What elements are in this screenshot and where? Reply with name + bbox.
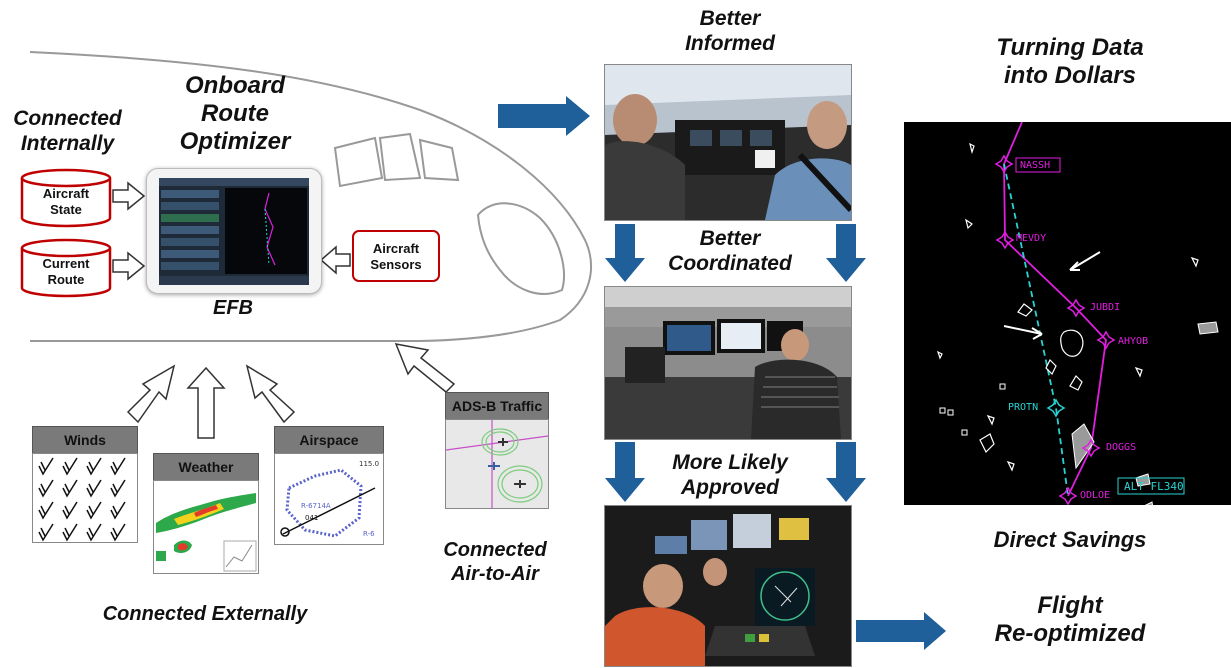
better-informed-line2: Informed	[685, 32, 775, 55]
aircraft-sensors-box	[352, 230, 440, 282]
adsb-traffic-map	[446, 420, 548, 508]
waypoint-doggs: DOGGS	[1106, 442, 1137, 453]
arrow-down-2-left	[605, 442, 645, 502]
aircraft-state-line2: State	[50, 202, 82, 217]
efb-title: Onboard Route Optimizer	[150, 72, 320, 156]
current-route-line2: Route	[47, 272, 85, 287]
aircraft-state-cylinder	[20, 168, 112, 228]
operations-center-photo-image	[605, 287, 851, 439]
arrow-winds-up	[126, 364, 176, 424]
connected-internally-line1: Connected	[13, 107, 122, 130]
waypoint-jubdi: JUBDI	[1090, 302, 1121, 313]
arrow-down-1-right	[826, 224, 866, 282]
airspace-header: Airspace	[274, 426, 384, 454]
efb-tablet	[146, 168, 322, 294]
flight-reoptimized-label: Flight Re-optimized	[960, 592, 1180, 648]
better-coordinated-line1: Better	[699, 227, 761, 250]
arrow-state-to-efb	[112, 181, 146, 211]
aircraft-sensors-label: Aircraft Sensors	[352, 241, 440, 273]
efb-screen	[159, 178, 309, 285]
better-coordinated-label: Better Coordinated	[660, 226, 800, 276]
efb-label: EFB	[213, 297, 253, 319]
airspace-map-panel: R-6714A 115.0 R-6 041	[274, 453, 384, 545]
more-likely-approved-line1: More Likely	[672, 451, 788, 474]
waypoint-nassh: NASSH	[1020, 160, 1051, 171]
arrow-weather-up	[186, 366, 226, 439]
air-traffic-control-photo-image	[605, 514, 815, 666]
better-informed-label: Better Informed	[650, 6, 810, 56]
airspace-label-d: 041	[305, 514, 318, 522]
cockpit-photo	[604, 64, 852, 221]
route-map	[936, 122, 1219, 505]
airspace-label-b: 115.0	[359, 460, 379, 468]
cockpit-photo-image	[605, 65, 851, 220]
efb-screen-route	[264, 192, 276, 266]
arrow-sensors-to-efb	[319, 245, 351, 275]
arrow-to-informed	[498, 96, 590, 136]
aircraft-state-line1: Aircraft	[42, 186, 90, 201]
turning-data-into-dollars: Turning Data into Dollars	[960, 34, 1180, 90]
turning-data-line2: into Dollars	[1003, 62, 1136, 89]
arrow-down-1-left	[605, 224, 645, 282]
winds-header: Winds	[32, 426, 138, 454]
current-route-cylinder	[20, 238, 112, 298]
waypoint-ahyob: AHYOB	[1118, 336, 1149, 347]
efb-title-line3: Optimizer	[179, 128, 291, 155]
arrow-airspace-up	[245, 364, 296, 424]
adsb-traffic-panel	[445, 419, 549, 509]
connected-externally-caption: Connected Externally	[102, 603, 308, 625]
flight-reoptimized-line1: Flight	[1037, 592, 1103, 619]
winds-panel	[32, 453, 138, 543]
route-map-display: NASSH MEVDY JUBDI AHYOB PROTN DOGGS ODLO…	[904, 122, 1231, 505]
connected-air-to-air: Connected Air-to-Air	[420, 538, 570, 586]
aircraft-state-label: Aircraft State	[22, 186, 110, 218]
air-traffic-control-photo	[604, 505, 852, 667]
efb-title-line1: Onboard	[185, 72, 285, 99]
weather-radar-panel	[153, 480, 259, 574]
air-to-air-line2: Air-to-Air	[451, 563, 539, 585]
more-likely-approved-label: More Likely Approved	[655, 450, 805, 500]
weather-radar-image	[156, 493, 257, 572]
connected-internally-line2: Internally	[20, 132, 115, 155]
arrow-adsb-up	[394, 343, 456, 394]
weather-header: Weather	[153, 453, 259, 481]
air-to-air-line1: Connected	[443, 539, 547, 561]
airspace-map: R-6714A 115.0 R-6 041	[280, 460, 379, 538]
efb-title-line2: Route	[201, 100, 269, 127]
operations-center-photo	[604, 286, 852, 440]
airspace-label-c: R-6	[363, 530, 375, 538]
arrow-route-to-efb	[112, 251, 146, 281]
direct-savings-label: Direct Savings	[993, 527, 1147, 552]
waypoint-protn: PROTN	[1008, 402, 1039, 413]
turning-data-line1: Turning Data	[996, 34, 1144, 61]
waypoint-mevdy: MEVDY	[1016, 233, 1047, 244]
wind-barbs	[38, 457, 126, 542]
more-likely-approved-line2: Approved	[680, 476, 779, 499]
current-route-label: Current Route	[22, 256, 110, 288]
flight-reoptimized-line2: Re-optimized	[994, 620, 1146, 647]
airspace-label-a: R-6714A	[301, 502, 331, 510]
better-informed-line1: Better	[699, 7, 761, 30]
aircraft-sensors-line2: Sensors	[370, 257, 422, 272]
arrow-down-2-right	[826, 442, 866, 502]
aircraft-sensors-line1: Aircraft	[372, 241, 420, 256]
current-route-line1: Current	[42, 256, 90, 271]
arrow-to-reoptimized	[856, 612, 946, 650]
better-coordinated-line2: Coordinated	[668, 252, 792, 275]
connected-internally-heading: Connected Internally	[0, 106, 135, 156]
altitude-tag: ALT FL340	[1124, 480, 1184, 493]
waypoint-odloe: ODLOE	[1080, 490, 1111, 501]
